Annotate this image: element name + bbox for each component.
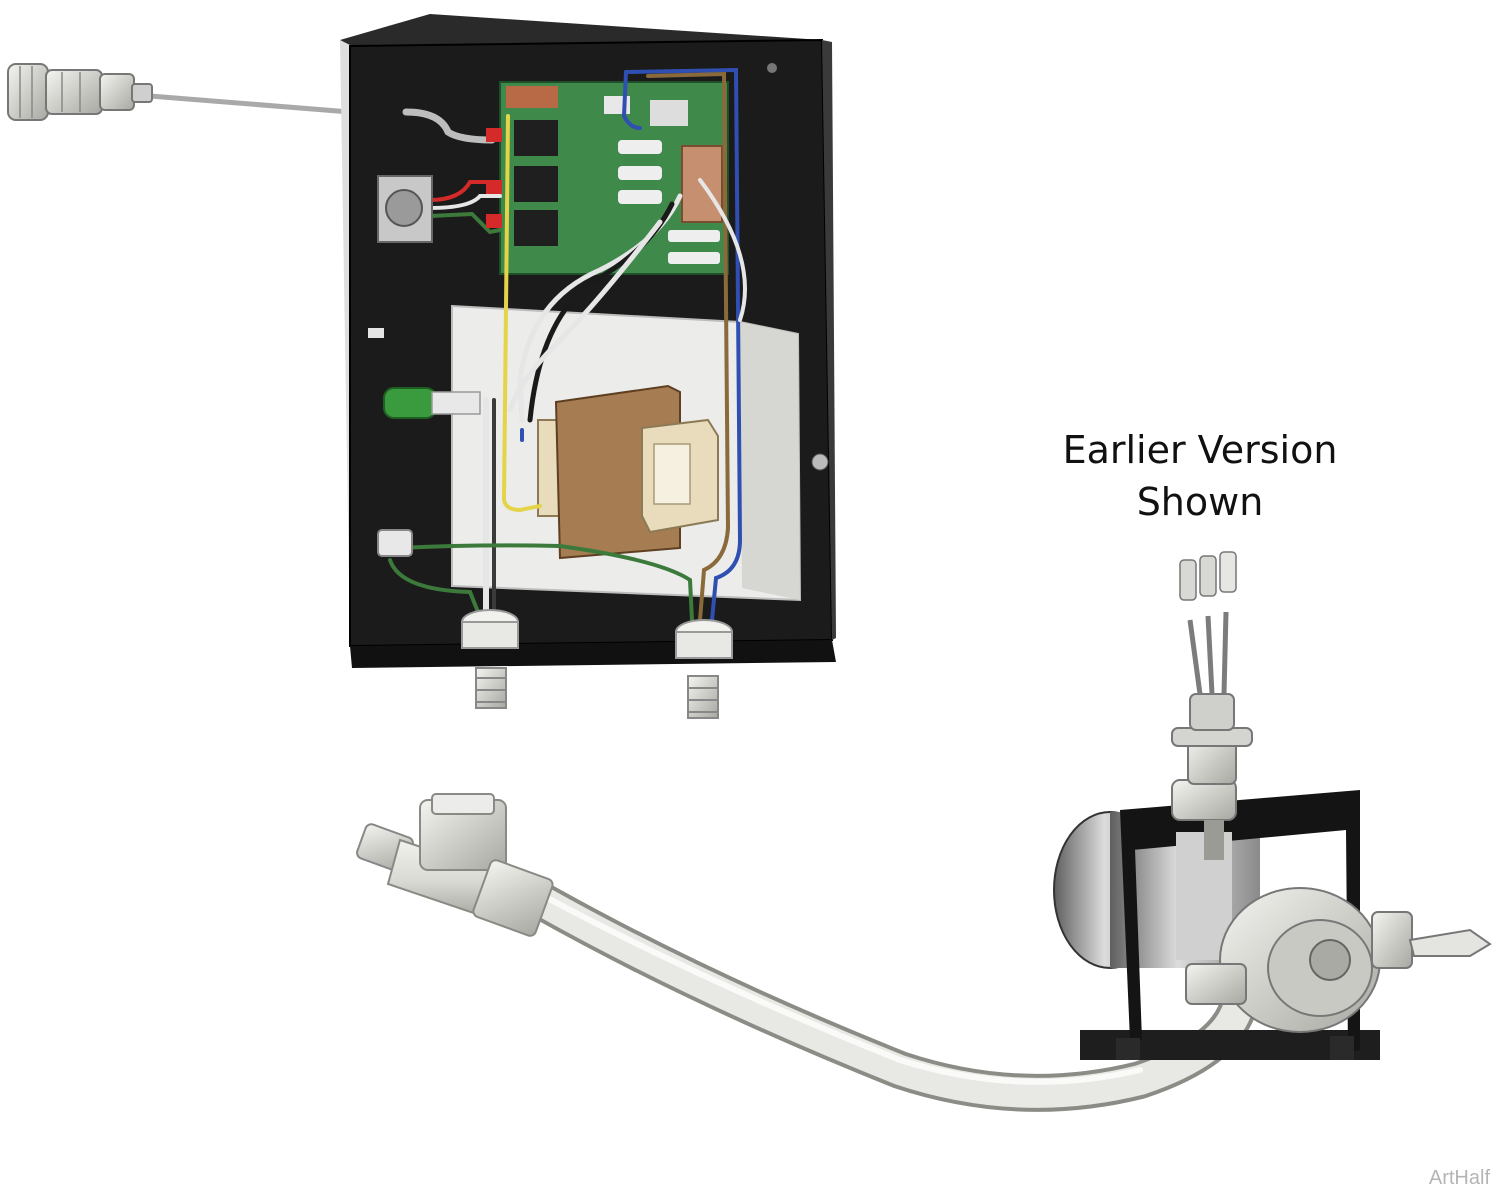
pump-motor — [1053, 790, 1492, 1060]
green-indicator — [383, 387, 481, 419]
strain-relief-left — [461, 609, 519, 709]
pressure-switch — [1171, 551, 1253, 860]
caption-line-1: Earlier Version — [1062, 428, 1338, 472]
strain-relief-right — [675, 619, 733, 719]
caption-line-2: Shown — [1136, 480, 1264, 524]
transformer — [537, 384, 719, 560]
wiring — [388, 67, 747, 622]
cable-connector — [7, 63, 351, 121]
check-valve — [356, 793, 554, 937]
watermark: ArtHalf — [1428, 1167, 1490, 1189]
circuit-board — [499, 81, 729, 275]
box-receptacle — [377, 128, 502, 243]
ground-lug — [377, 529, 413, 557]
caption-earlier-version: Earlier Version Shown — [1040, 424, 1360, 528]
